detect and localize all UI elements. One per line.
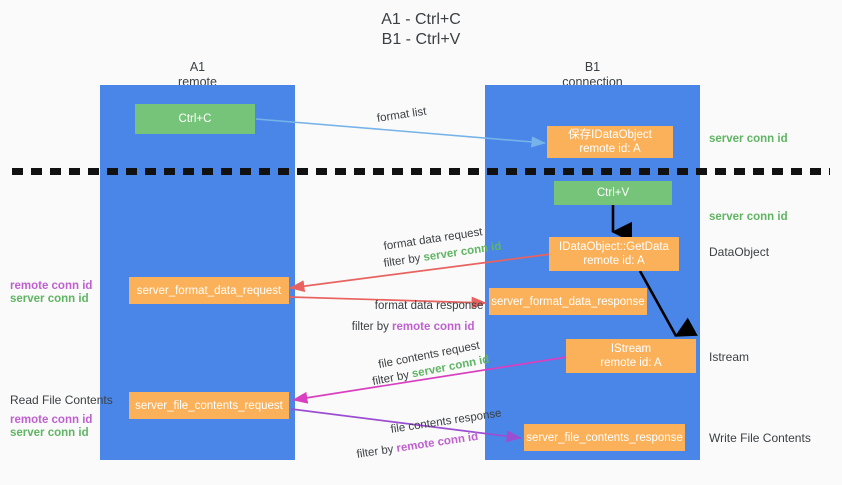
left-label-read-file-contents: Read File Contents (10, 393, 113, 407)
filter-prefix: filter by (355, 442, 398, 461)
box-idataobject-getdata-line1: IDataObject::GetData (559, 241, 669, 253)
box-ctrl-v-label: Ctrl+V (596, 187, 630, 199)
box-server-format-data-request[interactable]: server_format_data_request (129, 277, 289, 304)
box-idataobject-getdata[interactable]: IDataObject::GetData remote id: A (549, 237, 679, 271)
box-save-idataobject-line2: remote id: A (579, 143, 641, 155)
right-label-write-file-contents: Write File Contents (709, 431, 811, 445)
divider-dashed (12, 168, 830, 175)
box-ctrl-v[interactable]: Ctrl+V (554, 181, 672, 205)
left-label-remote-conn-id-bottom: remote conn id (10, 414, 93, 426)
left-label-server-conn-id-mid: server conn id (10, 293, 89, 305)
filter-key-remote-conn-id: remote conn id (392, 321, 475, 333)
box-ctrl-c[interactable]: Ctrl+C (135, 104, 255, 134)
box-save-idataobject[interactable]: 保存IDataObject remote id: A (547, 126, 673, 158)
edge-label-format-list: format list (376, 105, 428, 125)
box-idataobject-getdata-line2: remote id: A (583, 255, 645, 267)
box-server-format-data-response-label: server_format_data_response (491, 295, 645, 308)
box-server-file-contents-response-label: server_file_contents_response (526, 431, 683, 444)
filter-key-remote-conn-id: remote conn id (395, 430, 479, 455)
box-istream-line2: remote id: A (600, 357, 662, 369)
right-label-server-conn-id-second: server conn id (709, 211, 788, 223)
edge-label-file-contents-response-filter: filter by remote conn id (341, 416, 481, 478)
title-line-2: B1 - Ctrl+V (381, 31, 461, 48)
edge-label-format-data-response-filter: filter by remote conn id (339, 306, 475, 348)
box-istream-line1: IStream (610, 343, 652, 355)
left-label-server-conn-id-bottom: server conn id (10, 427, 89, 439)
box-server-file-contents-request-label: server_file_contents_request (135, 399, 283, 412)
title-line-1: A1 - Ctrl+C (381, 11, 461, 28)
box-server-format-data-response[interactable]: server_format_data_response (489, 288, 647, 315)
box-server-file-contents-request[interactable]: server_file_contents_request (129, 392, 289, 419)
filter-prefix: filter by (351, 321, 393, 333)
box-ctrl-c-label: Ctrl+C (178, 113, 212, 125)
filter-prefix: filter by (371, 368, 414, 389)
filter-key-server-conn-id: server conn id (422, 240, 503, 264)
edge-label-format-data-response-text: format data response (374, 300, 484, 312)
left-label-remote-conn-id-mid: remote conn id (10, 280, 93, 292)
box-server-file-contents-response[interactable]: server_file_contents_response (524, 424, 685, 451)
filter-key-server-conn-id: server conn id (410, 353, 491, 381)
right-label-dataobject: DataObject (709, 245, 770, 259)
box-server-format-data-request-label: server_format_data_request (136, 284, 282, 297)
page-title: A1 - Ctrl+C B1 - Ctrl+V (0, 10, 842, 50)
box-save-idataobject-line1: 保存IDataObject (568, 129, 652, 141)
right-label-server-conn-id-top: server conn id (709, 133, 788, 145)
filter-prefix: filter by (382, 251, 425, 270)
column-header-a1-name: A1 (189, 60, 206, 74)
column-header-b1-name: B1 (584, 60, 601, 74)
box-istream[interactable]: IStream remote id: A (566, 339, 696, 373)
edge-label-format-data-response: format data response (362, 285, 484, 327)
right-label-istream: Istream (709, 350, 750, 364)
